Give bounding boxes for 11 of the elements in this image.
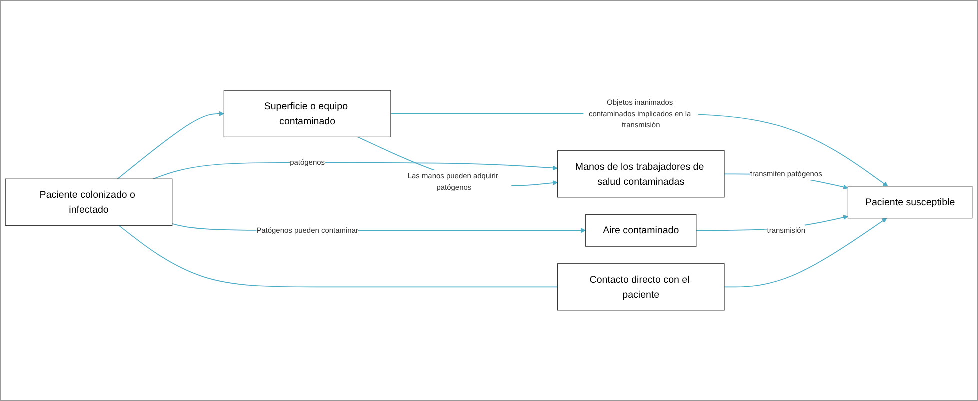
arrow <box>390 113 888 187</box>
node-box: Aire contaminado <box>586 214 697 247</box>
node-box: Superficie o equipo contaminado <box>224 90 392 138</box>
node-box: Contacto directo con el paciente <box>557 264 725 311</box>
node-box: Manos de los trabajadores de salud contaminadas <box>557 150 725 198</box>
node-box: Paciente colonizado o infectado <box>5 178 173 226</box>
arrow <box>152 162 558 180</box>
connector <box>118 225 558 288</box>
arrow <box>117 111 224 180</box>
arrow <box>724 218 888 288</box>
node-box: Paciente susceptible <box>848 186 973 219</box>
